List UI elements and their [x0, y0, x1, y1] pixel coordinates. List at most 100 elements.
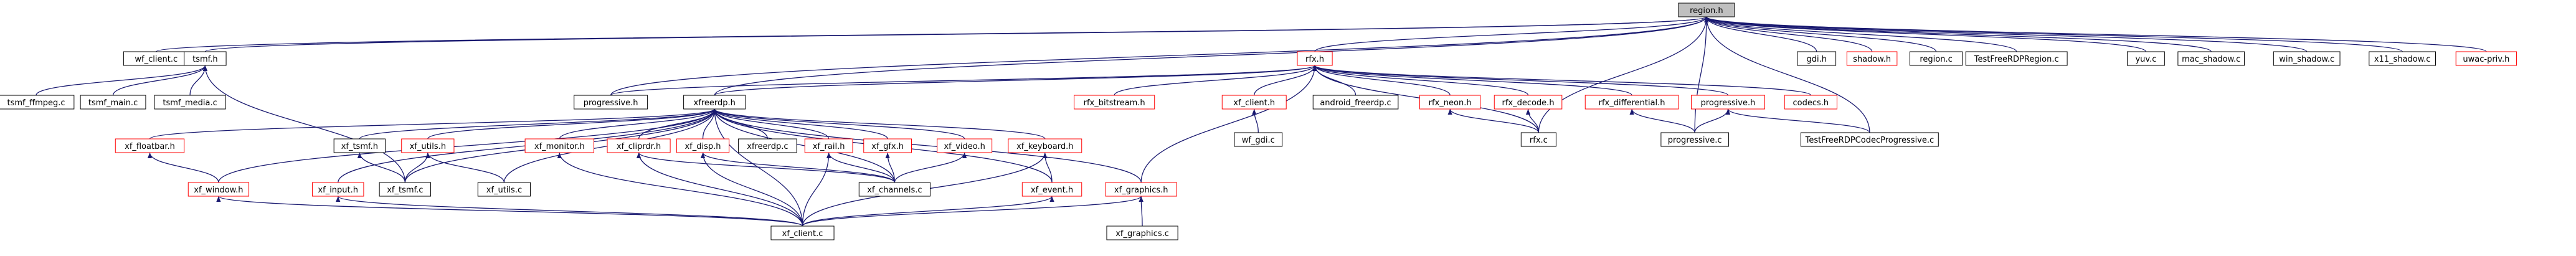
- node-label: TestFreeRDPCodecProgressive.c: [1805, 136, 1934, 145]
- node-box: [401, 138, 455, 153]
- edge-yuv_c-to-region_h: [1704, 16, 2147, 52]
- node-x11-shadow-c[interactable]: x11_shadow.c: [2369, 51, 2436, 66]
- edge-codecs_h-to-rfx_h: [1312, 65, 1812, 96]
- node-label: rfx_bitstream.h: [1084, 98, 1145, 108]
- node-xf-rail-h[interactable]: xf_rail.h: [804, 138, 853, 153]
- node-box: [524, 138, 595, 153]
- edge-progressive_c-to-region_h: [1694, 16, 1709, 133]
- edge-rfx_neon_h-to-rfx_h: [1312, 65, 1451, 96]
- edge-rfx_decode_h-to-rfx_h: [1312, 65, 1529, 96]
- edge-xf_client_c-to-xfreerdp_h: [712, 108, 803, 227]
- node-xf-disp-h[interactable]: xf_disp.h: [676, 138, 730, 153]
- node-mac-shadow-c[interactable]: mac_shadow.c: [2177, 51, 2245, 66]
- node-xf-client-h[interactable]: xf_client.h: [1221, 95, 1287, 110]
- node-gdi-h[interactable]: gdi.h: [1797, 51, 1837, 66]
- node-xfreerdp-c[interactable]: xfreerdp.c: [738, 138, 797, 153]
- edge-rfx_bitstream_h-to-rfx_h: [1114, 65, 1317, 96]
- node-tsmf-media-c[interactable]: tsmf_media.c: [154, 95, 226, 110]
- node-xf-gfx-h[interactable]: xf_gfx.h: [863, 138, 912, 153]
- node-xf-channels-c[interactable]: xf_channels.c: [858, 182, 930, 197]
- node-rfx-neon-h[interactable]: rfx_neon.h: [1419, 95, 1481, 110]
- edge-rfx_differential_h-to-rfx_h: [1312, 65, 1632, 96]
- node-box: [770, 225, 835, 240]
- node-xf-utils-h[interactable]: xf_utils.h: [401, 138, 455, 153]
- node-progressive-h-a[interactable]: progressive.h: [574, 95, 648, 110]
- node-wf-client-c[interactable]: wf_client.c: [123, 51, 189, 66]
- node-shadow-h[interactable]: shadow.h: [1846, 51, 1898, 66]
- edge-xf_graphics_h-to-xfreerdp_h: [712, 108, 1142, 183]
- node-label: region.c: [1920, 55, 1952, 64]
- node-xf-floatbar-h[interactable]: xf_floatbar.h: [115, 138, 185, 153]
- node-tsmf-h[interactable]: tsmf.h: [184, 51, 227, 66]
- node-yuv-c[interactable]: yuv.c: [2126, 51, 2165, 66]
- node-region-c[interactable]: region.c: [1909, 51, 1963, 66]
- node-win-shadow-c[interactable]: win_shadow.c: [2273, 51, 2341, 66]
- node-label: codecs.h: [1793, 98, 1829, 108]
- node-region-h[interactable]: region.h: [1678, 2, 1735, 17]
- edge-xf_client_c-to-xf_input_h: [336, 196, 803, 227]
- node-tsmf-ffmpeg-c[interactable]: tsmf_ffmpeg.c: [0, 95, 75, 110]
- node-progressive-c[interactable]: progressive.c: [1660, 132, 1729, 147]
- node-xf-keyboard-h[interactable]: xf_keyboard.h: [1008, 138, 1082, 153]
- node-codecs-h[interactable]: codecs.h: [1784, 95, 1837, 110]
- node-box: [1784, 95, 1837, 110]
- node-rfx-differential-h[interactable]: rfx_differential.h: [1584, 95, 1679, 110]
- node-progressive-h-b[interactable]: progressive.h: [1691, 95, 1765, 110]
- node-box: [1312, 95, 1399, 110]
- node-xf-tsmf-c[interactable]: xf_tsmf.c: [379, 182, 432, 197]
- node-label: xf_monitor.h: [534, 142, 585, 151]
- node-box: [1008, 138, 1082, 153]
- node-rfx-bitstream-h[interactable]: rfx_bitstream.h: [1074, 95, 1155, 110]
- node-rfx-decode-h[interactable]: rfx_decode.h: [1494, 95, 1563, 110]
- edge-xf_tsmf_c-to-xf_tsmf_h: [357, 152, 405, 183]
- node-test-region-c[interactable]: TestFreeRDPRegion.c: [1965, 51, 2068, 66]
- edge-xf_graphics_h-to-rfx_h: [1140, 65, 1317, 183]
- node-xfreerdp-h[interactable]: xfreerdp.h: [683, 95, 746, 110]
- node-xf-tsmf-h[interactable]: xf_tsmf.h: [333, 138, 386, 153]
- node-box: [738, 138, 797, 153]
- node-xf-event-h[interactable]: xf_event.h: [1021, 182, 1082, 197]
- node-xf-window-h[interactable]: xf_window.h: [187, 182, 250, 197]
- node-xf-cliprdr-h[interactable]: xf_cliprdr.h: [607, 138, 671, 153]
- node-box: [379, 182, 432, 197]
- node-rfx-c[interactable]: rfx.c: [1520, 132, 1556, 147]
- node-box: [1074, 95, 1155, 110]
- edge-xf_channels_c-to-xf_gfx_h: [885, 152, 896, 183]
- node-label: shadow.h: [1853, 55, 1891, 64]
- node-box: [1660, 132, 1729, 147]
- node-box: [80, 95, 146, 110]
- node-wf-gdi-c[interactable]: wf_gdi.c: [1234, 132, 1283, 147]
- edge-progressive_c-to-rfx_differential_h: [1629, 108, 1695, 133]
- edge-xf_client_c-to-xf_monitor_h: [557, 152, 803, 227]
- node-label: xf_client.h: [1233, 98, 1275, 108]
- node-xf-input-h[interactable]: xf_input.h: [312, 182, 364, 197]
- node-uwac-priv-h[interactable]: uwac-priv.h: [2455, 51, 2517, 66]
- node-label: tsmf_main.c: [88, 98, 138, 108]
- node-box: [1797, 51, 1837, 66]
- node-tsmf-main-c[interactable]: tsmf_main.c: [80, 95, 146, 110]
- edge-rfx_c-to-region_h: [1538, 16, 1709, 133]
- node-box: [154, 95, 226, 110]
- node-xf-video-h[interactable]: xf_video.h: [937, 138, 993, 153]
- edge-region_c-to-region_h: [1704, 16, 1937, 52]
- node-android-freerdp-c[interactable]: android_freerdp.c: [1312, 95, 1399, 110]
- node-xf-monitor-h[interactable]: xf_monitor.h: [524, 138, 595, 153]
- edge-xf_utils_c-to-xf_utils_h: [425, 152, 505, 183]
- node-box: [1909, 51, 1963, 66]
- node-label: xfreerdp.c: [747, 142, 788, 151]
- node-label: xf_keyboard.h: [1016, 142, 1073, 151]
- node-box: [937, 138, 993, 153]
- node-xf-graphics-c[interactable]: xf_graphics.c: [1106, 225, 1178, 240]
- edge-rfx_c-to-rfx_decode_h: [1525, 108, 1540, 133]
- node-xf-client-c[interactable]: xf_client.c: [770, 225, 835, 240]
- node-box: [1584, 95, 1679, 110]
- node-box: [1965, 51, 2068, 66]
- node-rfx-h[interactable]: rfx.h: [1297, 51, 1333, 66]
- node-xf-graphics-h[interactable]: xf_graphics.h: [1105, 182, 1177, 197]
- edge-xf_channels_c-to-xf_rail_h: [826, 152, 896, 183]
- node-xf-utils-c[interactable]: xf_utils.c: [477, 182, 531, 197]
- node-label: xf_video.h: [944, 142, 985, 151]
- node-test-codec-prog-c[interactable]: TestFreeRDPCodecProgressive.c: [1800, 132, 1939, 147]
- node-box: [1494, 95, 1563, 110]
